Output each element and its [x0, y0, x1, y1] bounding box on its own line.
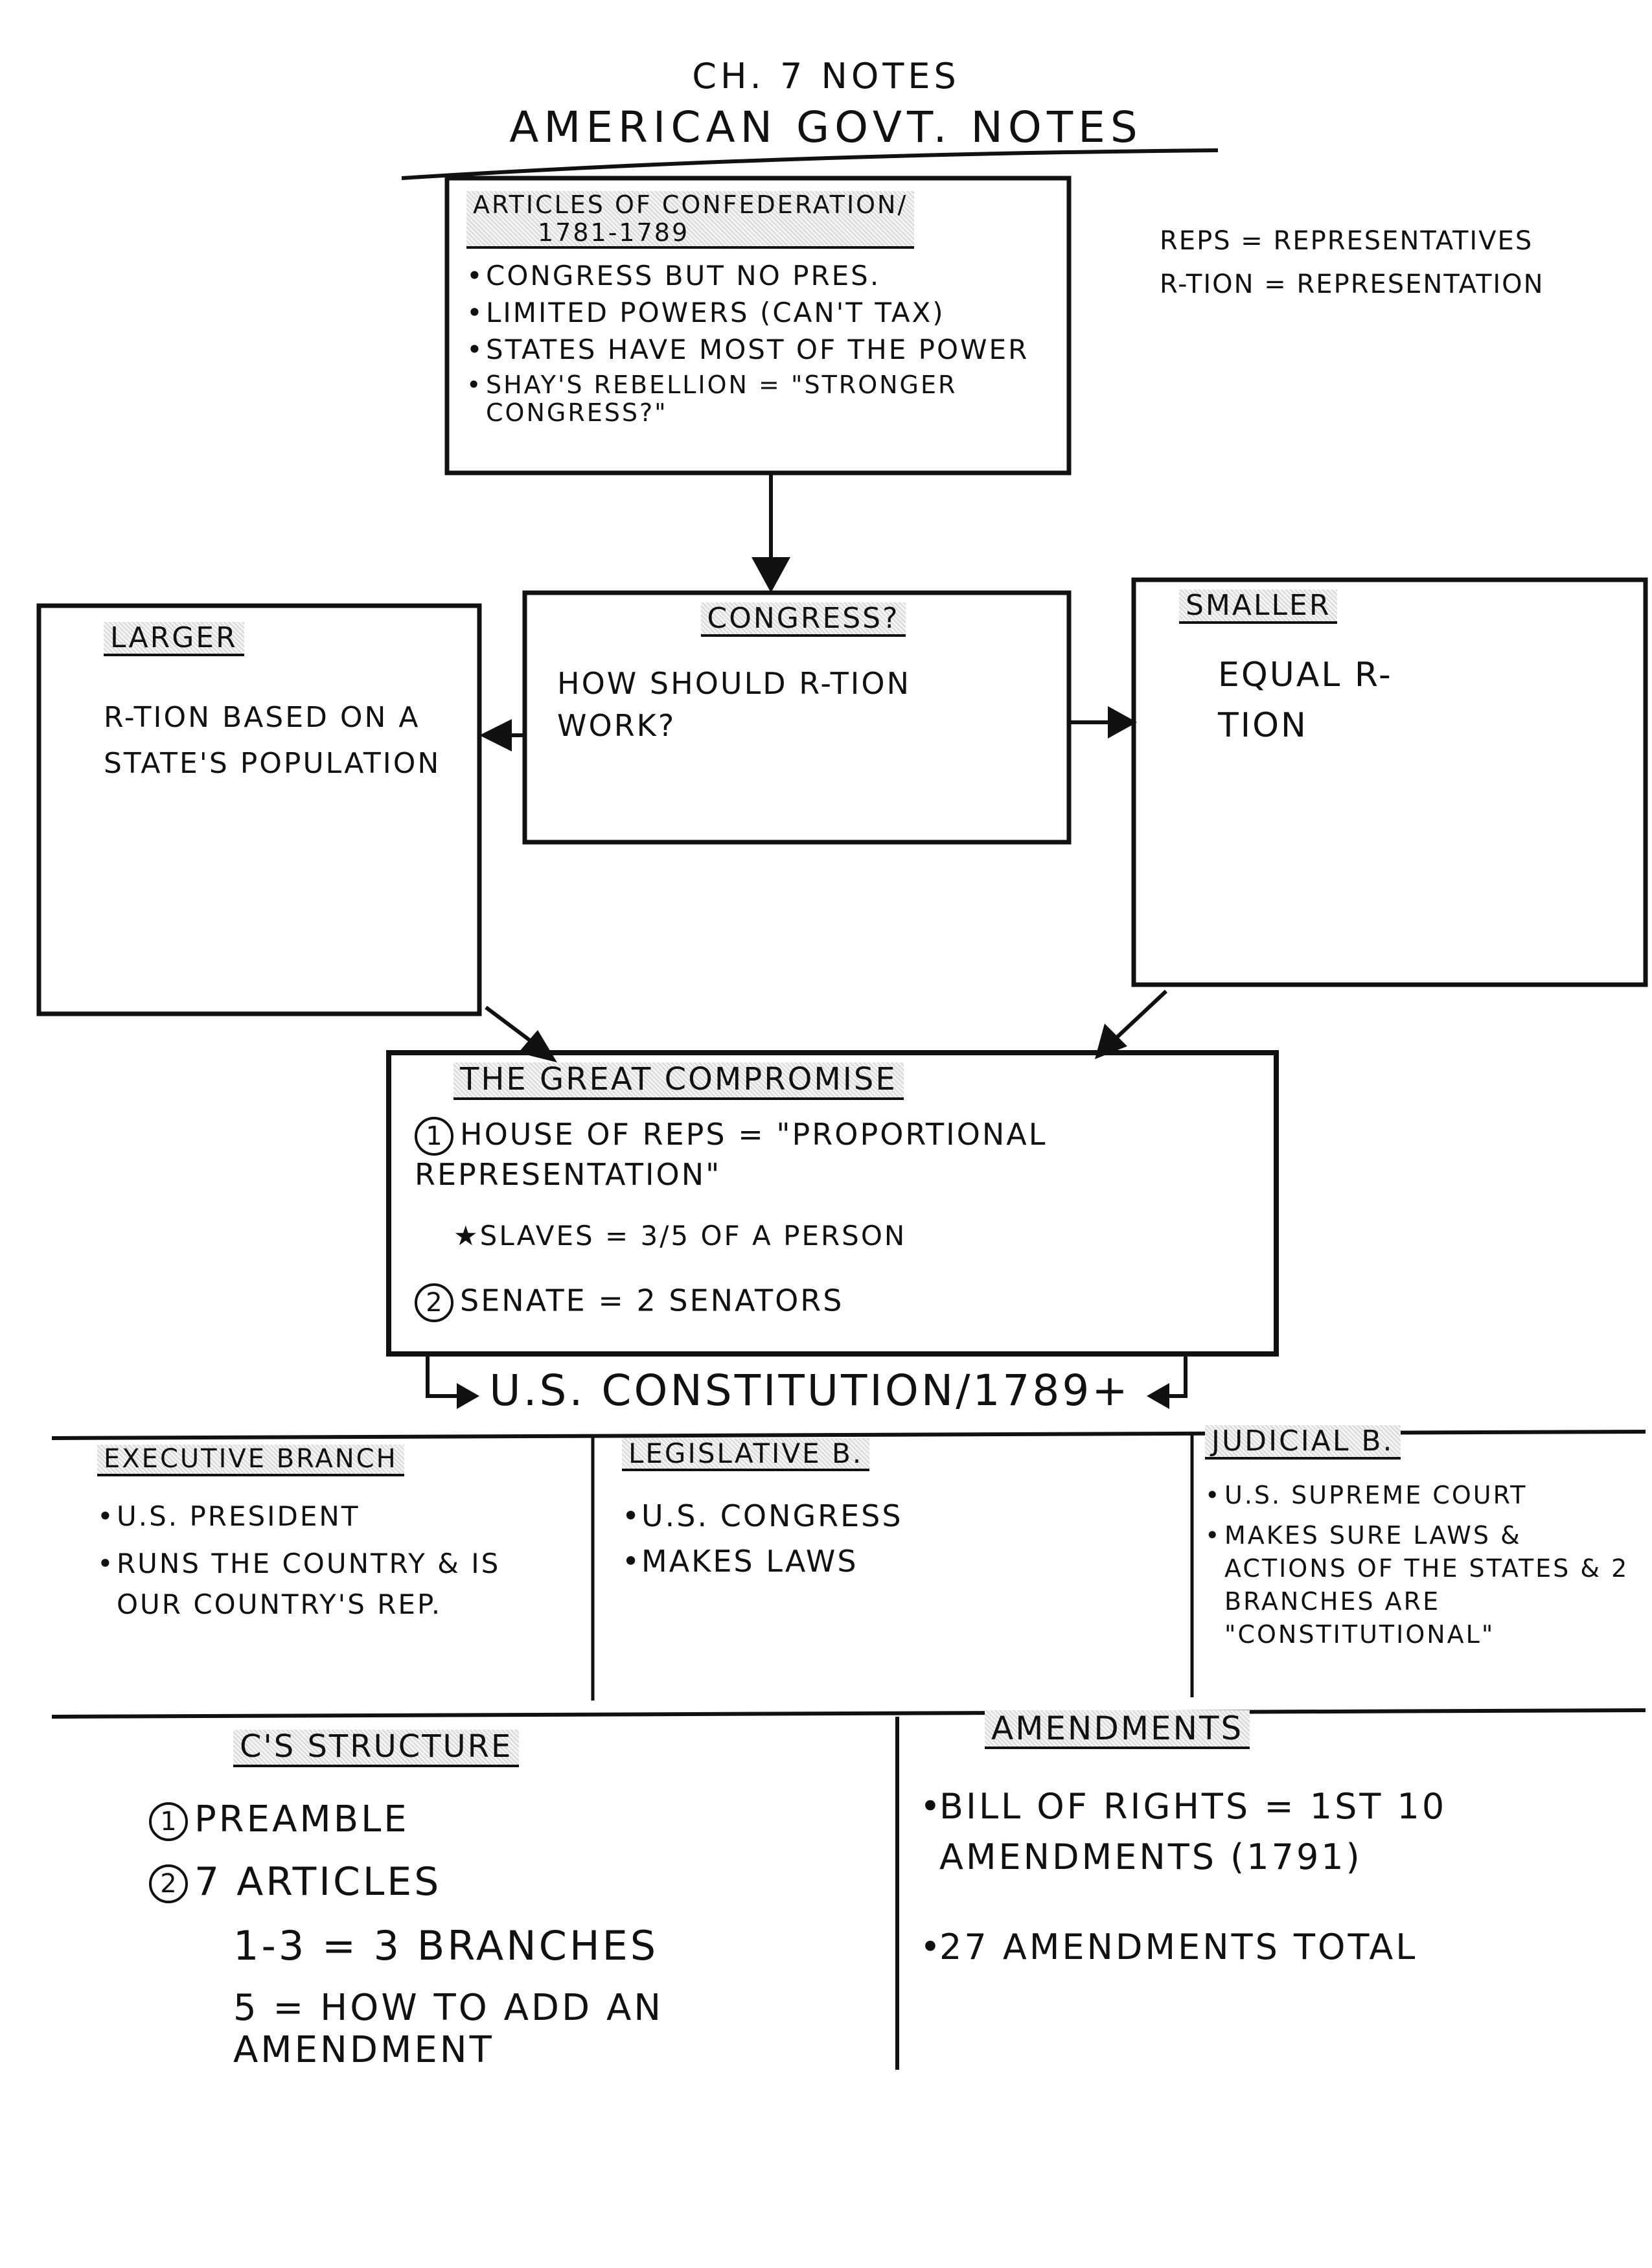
- legend-reps: REPS = REPRESENTATIVES: [1160, 226, 1533, 256]
- abbreviation-legend: REPS = REPRESENTATIVES R-TION = REPRESEN…: [1160, 227, 1626, 299]
- compromise-note: ★SLAVES = 3/5 OF A PERSON: [453, 1220, 907, 1252]
- page-subtitle: AMERICAN GOVT. NOTES: [509, 102, 1143, 152]
- articles-list: CONGRESS BUT NO PRES. LIMITED POWERS (CA…: [466, 260, 1053, 426]
- articles-heading: ARTICLES OF CONFEDERATION/ 1781-1789: [466, 191, 915, 249]
- list-item: U.S. CONGRESS: [622, 1497, 1166, 1536]
- legislative-heading: LEGISLATIVE B.: [622, 1438, 870, 1472]
- larger-heading: LARGER: [104, 622, 244, 657]
- congress-box-outline: [522, 590, 1072, 845]
- list-item: MAKES SURE LAWS & ACTIONS OF THE STATES …: [1205, 1519, 1639, 1652]
- congress-heading: CONGRESS?: [700, 602, 906, 637]
- page-title: CH. 7 NOTES: [692, 56, 960, 97]
- arrowhead-down: [751, 557, 790, 593]
- executive-branch: EXECUTIVE BRANCH U.S. PRESIDENT RUNS THE…: [97, 1445, 577, 1631]
- bracket-left: [426, 1354, 466, 1398]
- smaller-box: SMALLER EQUAL R-TION: [1179, 590, 1594, 751]
- list-item: U.S. PRESIDENT: [97, 1496, 577, 1537]
- list-item: RUNS THE COUNTRY & IS OUR COUNTRY'S REP.: [97, 1543, 577, 1625]
- title-underline: [401, 148, 1219, 180]
- larger-text: R-TION BASED ON A STATE'S POPULATION: [104, 701, 441, 780]
- arrowhead-left: [479, 719, 512, 751]
- list-item: 27 AMENDMENTS TOTAL: [920, 1922, 1633, 1973]
- number-circle: 2: [149, 1864, 188, 1904]
- structure-sub-1: 1-3 = 3 BRANCHES: [233, 1921, 659, 1969]
- bracket-left-head: [457, 1383, 479, 1409]
- arrow-larger-compromise: [485, 1005, 539, 1048]
- list-item: LIMITED POWERS (CAN'T TAX): [466, 297, 1053, 328]
- constitution-label: U.S. CONSTITUTION/1789+: [489, 1366, 1130, 1415]
- list-item: U.S. SUPREME COURT: [1205, 1479, 1639, 1513]
- legend-rtion: R-TION = REPRESENTATION: [1160, 269, 1544, 299]
- arrowhead-right: [1108, 706, 1137, 739]
- list-item: BILL OF RIGHTS = 1ST 10 AMENDMENTS (1791…: [920, 1781, 1633, 1883]
- number-circle: 1: [149, 1802, 188, 1841]
- legislative-branch: LEGISLATIVE B. U.S. CONGRESS MAKES LAWS: [622, 1438, 1166, 1588]
- amendments-heading: AMENDMENTS: [985, 1710, 1250, 1749]
- judicial-heading: JUDICIAL B.: [1205, 1425, 1401, 1460]
- list-item: STATES HAVE MOST OF THE POWER: [466, 334, 1053, 365]
- branch-bottom-line: [51, 1708, 1646, 1719]
- larger-box-outline: [36, 603, 482, 1016]
- list-item: SHAY'S REBELLION = "STRONGER CONGRESS?": [466, 371, 1053, 426]
- compromise-heading: THE GREAT COMPROMISE: [453, 1062, 904, 1100]
- executive-heading: EXECUTIVE BRANCH: [97, 1445, 404, 1476]
- articles-box-outline: [444, 176, 1072, 475]
- smaller-text: EQUAL R-TION: [1218, 656, 1393, 746]
- congress-box: CONGRESS? HOW SHOULD R-TION WORK?: [557, 602, 1050, 746]
- arrow-smaller-compromise: [1112, 989, 1168, 1042]
- list-item: CONGRESS BUT NO PRES.: [466, 260, 1053, 291]
- judicial-list: U.S. SUPREME COURT MAKES SURE LAWS & ACT…: [1205, 1479, 1639, 1651]
- amendments-section: AMENDMENTS BILL OF RIGHTS = 1ST 10 AMEND…: [920, 1710, 1633, 1979]
- structure-heading: C'S STRUCTURE: [233, 1729, 520, 1767]
- legislative-list: U.S. CONGRESS MAKES LAWS: [622, 1497, 1166, 1581]
- list-item: MAKES LAWS: [622, 1542, 1166, 1581]
- judicial-branch: JUDICIAL B. U.S. SUPREME COURT MAKES SUR…: [1205, 1425, 1639, 1658]
- congress-text: HOW SHOULD R-TION WORK?: [557, 666, 911, 743]
- articles-box: ARTICLES OF CONFEDERATION/ 1781-1789 CON…: [466, 191, 1053, 433]
- bracket-right-head: [1147, 1383, 1169, 1409]
- structure-sub-2: 5 = HOW TO ADD AN AMENDMENT: [233, 1987, 664, 2071]
- number-circle: 1: [415, 1117, 453, 1156]
- amendments-list: BILL OF RIGHTS = 1ST 10 AMENDMENTS (1791…: [920, 1781, 1633, 1973]
- number-circle: 2: [415, 1283, 453, 1323]
- executive-list: U.S. PRESIDENT RUNS THE COUNTRY & IS OUR…: [97, 1496, 577, 1625]
- smaller-box-outline: [1131, 577, 1648, 987]
- smaller-heading: SMALLER: [1179, 590, 1338, 624]
- compromise-box-outline: [386, 1050, 1279, 1357]
- larger-box: LARGER R-TION BASED ON A STATE'S POPULAT…: [104, 622, 453, 786]
